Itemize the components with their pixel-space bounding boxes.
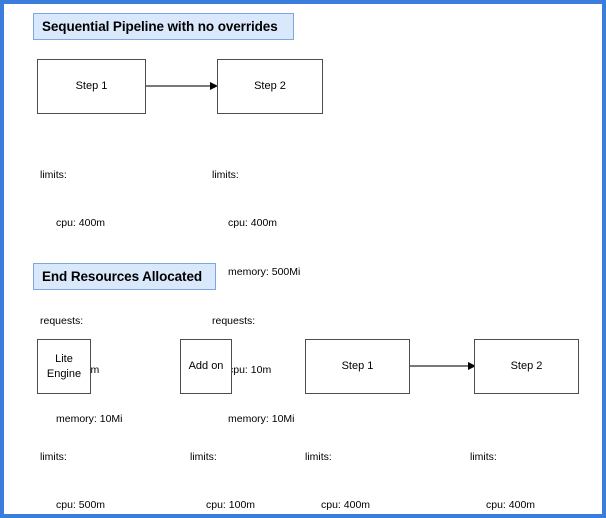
node-bottom-step-2[interactable]: Step 2 <box>474 339 579 394</box>
arrow-top-step1-to-step2 <box>146 81 218 91</box>
section-title-end-resources-allocated: End Resources Allocated <box>33 263 216 290</box>
node-label-line1: Step 1 <box>341 360 374 373</box>
section-title-label: End Resources Allocated <box>42 269 202 284</box>
spec-top-step-1: limits: cpu: 400m memory: 500Mi requests… <box>40 134 128 459</box>
spec-bottom-step-2: limits: cpu: 400m memory: 500Mi requests… <box>470 416 558 514</box>
spec-limits-label: limits: <box>470 450 497 463</box>
node-label-line2: Engine <box>46 367 82 380</box>
spec-limits-cpu: cpu: 400m <box>486 499 536 512</box>
node-label-line1: Step 1 <box>75 80 108 93</box>
spec-limits-cpu: cpu: 500m <box>56 499 106 512</box>
spec-top-step-2: limits: cpu: 400m memory: 500Mi requests… <box>212 134 300 459</box>
node-label-line1: Step 2 <box>254 80 286 93</box>
spec-requests-label: requests: <box>212 314 256 327</box>
node-top-step-1[interactable]: Step 1 <box>37 59 146 114</box>
section-title-label: Sequential Pipeline with no overrides <box>42 19 278 34</box>
node-label-line1: Lite <box>55 352 73 365</box>
spec-limits-cpu: cpu: 100m <box>206 499 256 512</box>
spec-requests-cpu: cpu: 10m <box>228 363 272 376</box>
spec-requests-label: requests: <box>40 314 84 327</box>
spec-limits-cpu: cpu: 400m <box>56 217 106 230</box>
arrow-bottom-step1-to-step2 <box>410 361 476 371</box>
spec-lite-engine: limits: cpu: 500m memory: 600Mi requests… <box>40 416 128 514</box>
spec-requests-memory: memory: 10Mi <box>56 412 123 425</box>
section-title-sequential-pipeline: Sequential Pipeline with no overrides <box>33 13 294 40</box>
spec-limits-memory: memory: 500Mi <box>228 266 301 279</box>
spec-limits-label: limits: <box>212 168 239 181</box>
node-lite-engine[interactable]: Lite Engine <box>37 339 91 394</box>
spec-requests-memory: memory: 10Mi <box>228 412 295 425</box>
spec-add-on: limits: cpu: 100m memory: 100Mi requests… <box>190 416 278 514</box>
spec-limits-cpu: cpu: 400m <box>321 499 371 512</box>
spec-limits-label: limits: <box>40 168 67 181</box>
spec-bottom-step-1: limits: cpu: 400m memory: 500Mi requests… <box>305 416 393 514</box>
node-label-line1: Add on <box>188 360 224 373</box>
node-add-on[interactable]: Add on <box>180 339 232 394</box>
node-bottom-step-1[interactable]: Step 1 <box>305 339 410 394</box>
node-top-step-2[interactable]: Step 2 <box>217 59 323 114</box>
spec-limits-label: limits: <box>305 450 332 463</box>
spec-limits-label: limits: <box>40 450 67 463</box>
spec-limits-cpu: cpu: 400m <box>228 217 278 230</box>
node-label-line1: Step 2 <box>510 360 543 373</box>
spec-limits-label: limits: <box>190 450 217 463</box>
